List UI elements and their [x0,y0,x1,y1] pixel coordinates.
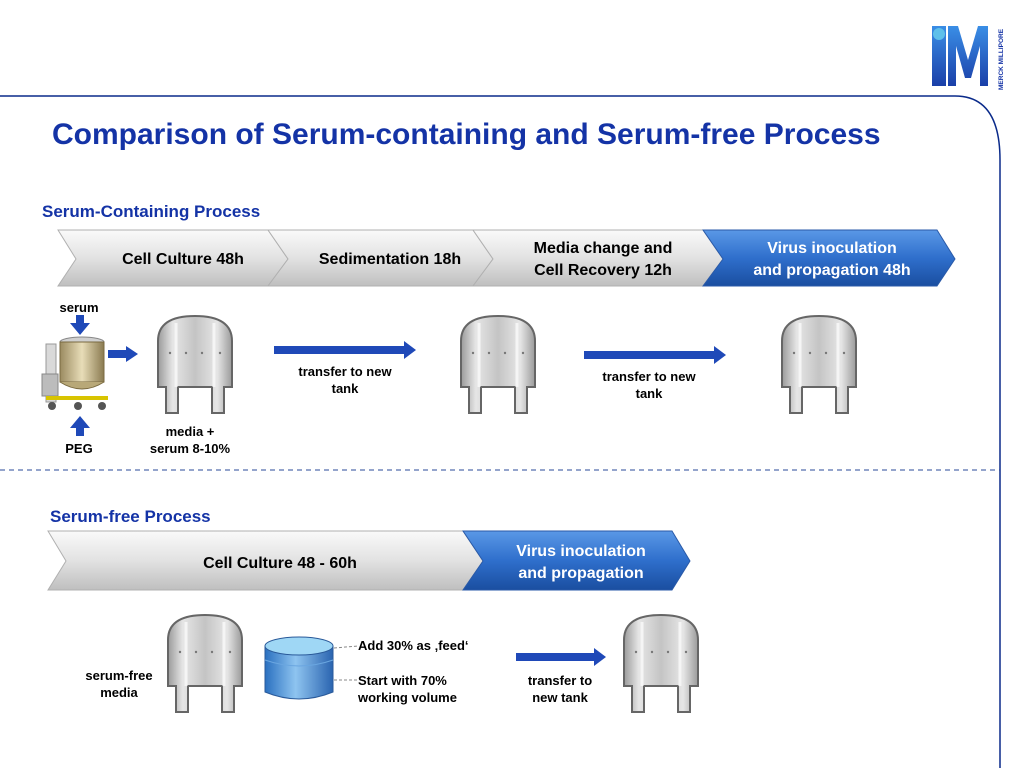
blue-arrow-icon [108,346,138,362]
sf-media-label-line1: serum-free [85,668,153,683]
brand-logo [930,20,1000,90]
mixing-vessel-icon [41,336,108,410]
transfer-arrow-1 [274,341,416,359]
blue-arrow-icon [70,315,90,335]
svg-text:MERCK MILLIPORE: MERCK MILLIPORE [998,28,1005,90]
tank-icon [781,314,857,414]
cylinder-icon [264,636,334,700]
sf-stage-label-2b: and propagation [518,565,644,582]
transfer-arrow-2 [584,346,726,364]
media-label-line1: media + [165,424,215,439]
callout-leaders [334,645,359,681]
section-heading-serum-containing: Serum-Containing Process [42,202,261,221]
tank-icon [167,613,243,713]
stage-label-2: Sedimentation 18h [318,251,462,268]
transfer2-label-line2: tank [635,386,663,401]
transfer-arrow-3 [516,648,606,666]
page-title: Comparison of Serum-containing and Serum… [52,118,881,151]
sf-stage-label-2a: Virus inoculation [516,543,646,560]
blue-arrow-icon [70,416,90,436]
transfer2-label-line1: transfer to new [602,369,696,384]
sf-transfer-label-line2: new tank [532,690,588,705]
tank-icon [157,314,233,414]
tank-icon [623,613,699,713]
transfer1-label-line2: tank [331,381,359,396]
start-label-line1: Start with 70% [358,673,447,688]
logo-m-icon [932,26,988,86]
sf-transfer-label-line1: transfer to [527,673,593,688]
start-label-line2: working volume [358,690,457,705]
stage-label-4a: Virus inoculation [767,240,897,257]
peg-label: PEG [65,441,93,456]
sf-media-label-line2: media [100,685,138,700]
feed-label: Add 30% as ‚feed‘ [358,638,469,653]
stage-label-4b: and propagation 48h [753,262,911,279]
stage-bar-serum-containing [57,229,956,287]
tank-icon [460,314,536,414]
media-label-line2: serum 8-10% [149,441,231,456]
transfer1-label-line1: transfer to new [298,364,392,379]
section-heading-serum-free: Serum-free Process [50,507,211,526]
serum-label: serum [59,300,99,315]
logo-text: MERCK MILLIPORE [996,22,1006,92]
stage-label-3a: Media change and [533,240,673,257]
stage-label-3b: Cell Recovery 12h [534,262,672,279]
stage-bar-serum-free [47,530,691,591]
stage-label-1: Cell Culture 48h [122,251,244,268]
stage-chevron-2 [462,530,691,591]
sf-stage-label-1: Cell Culture 48 - 60h [203,555,357,572]
stage-chevron-4 [702,229,956,287]
